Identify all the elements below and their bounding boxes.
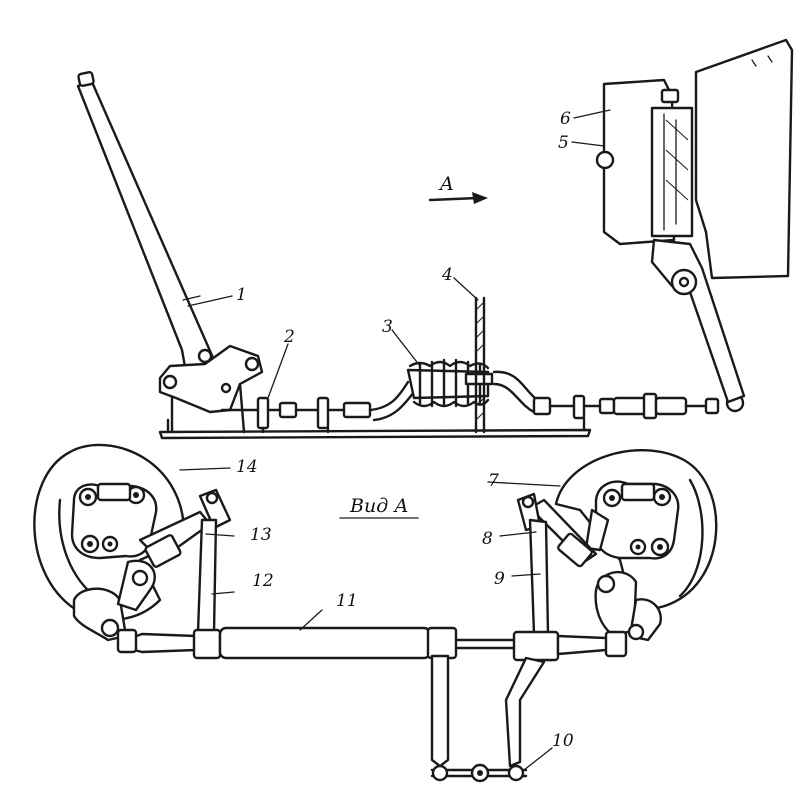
label-8: 8 bbox=[482, 529, 493, 549]
partition-wall bbox=[474, 296, 486, 434]
label-12: 12 bbox=[252, 571, 274, 591]
label-2: 2 bbox=[283, 327, 295, 347]
label-1: 1 bbox=[236, 285, 247, 305]
view-arrow-label: A bbox=[438, 173, 454, 195]
leader-lines bbox=[179, 109, 611, 771]
label-10: 10 bbox=[552, 731, 574, 751]
label-14: 14 bbox=[236, 457, 258, 477]
hand-lever-assembly bbox=[76, 71, 264, 434]
protective-boot bbox=[368, 358, 494, 422]
brake-housing bbox=[694, 38, 794, 280]
label-13: 13 bbox=[250, 525, 272, 545]
label-3: 3 bbox=[382, 317, 393, 337]
control-rod-left bbox=[220, 396, 372, 434]
control-rod-right bbox=[492, 370, 745, 420]
cross-shaft bbox=[116, 626, 628, 662]
view-direction-arrow bbox=[428, 192, 488, 204]
label-5: 5 bbox=[558, 133, 569, 153]
label-4: 4 bbox=[441, 265, 453, 285]
brake-housing-assembly bbox=[595, 38, 794, 404]
label-9: 9 bbox=[494, 569, 505, 589]
label-11: 11 bbox=[336, 591, 358, 611]
base-plate bbox=[158, 428, 592, 440]
lever-bracket bbox=[158, 344, 264, 414]
bottom-linkage bbox=[430, 654, 546, 783]
left-wheel-brake bbox=[33, 443, 232, 642]
hand-lever bbox=[76, 80, 216, 397]
view-title: Вид А bbox=[349, 495, 409, 517]
right-wheel-brake bbox=[516, 448, 718, 642]
label-7: 7 bbox=[488, 471, 499, 491]
label-6: 6 bbox=[560, 109, 571, 129]
